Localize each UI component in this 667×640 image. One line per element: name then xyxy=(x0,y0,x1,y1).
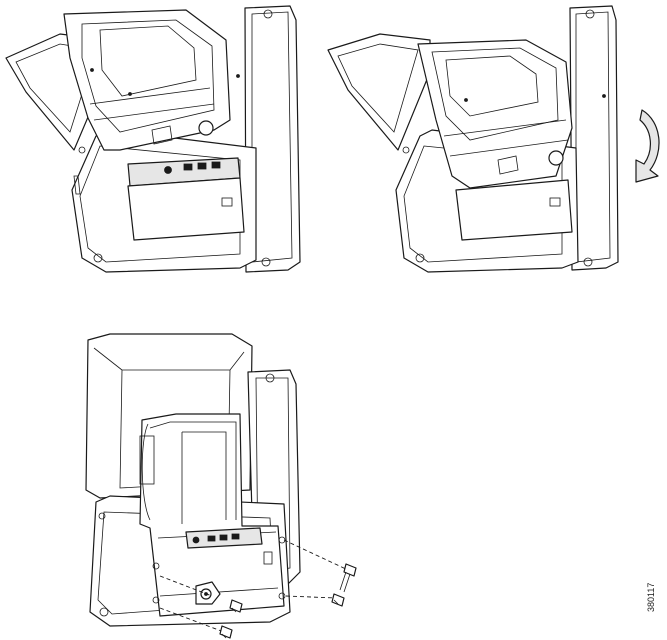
display-panel xyxy=(327,33,431,151)
wall-mount-bracket xyxy=(417,39,606,189)
screw-1 xyxy=(339,563,357,593)
wall-mount-bracket xyxy=(63,9,240,151)
screw-guide-lines xyxy=(159,539,349,633)
connector-ports xyxy=(127,157,245,241)
screw-3 xyxy=(229,599,243,613)
figure-id-label: 380117 xyxy=(646,582,656,612)
footstand-side-panel xyxy=(244,5,301,273)
wall-mount-bracket xyxy=(139,413,286,617)
step-2-illustration xyxy=(327,5,660,273)
step-1-illustration xyxy=(5,5,301,273)
screw-4 xyxy=(219,625,233,639)
bracket-lock-tab xyxy=(195,581,221,605)
screw-2 xyxy=(331,593,345,607)
step-3-illustration xyxy=(85,333,357,639)
rotate-arrow-icon xyxy=(635,109,660,183)
phone-lower-body xyxy=(455,179,573,241)
